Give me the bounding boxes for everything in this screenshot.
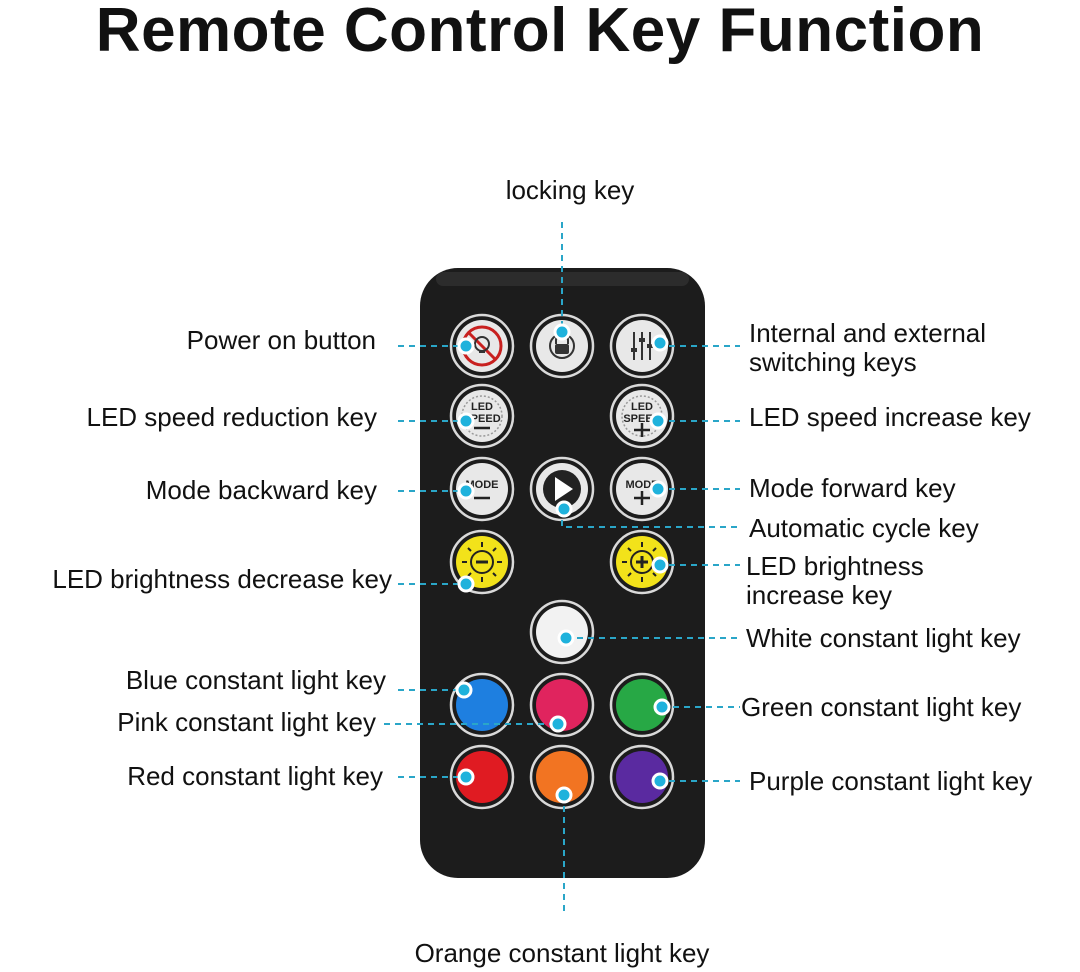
brightness-down-button[interactable] — [449, 529, 515, 595]
power-button[interactable] — [449, 313, 515, 379]
speed-up-led-text: LED — [631, 401, 653, 413]
label-pink-constant-light: Pink constant light key — [117, 707, 376, 737]
label-locking-key: locking key — [505, 175, 635, 205]
label-purple-constant-light: Purple constant light key — [749, 766, 1033, 796]
label-led-speed-increase: LED speed increase key — [749, 402, 1031, 432]
red-light-button[interactable] — [449, 744, 515, 810]
orange-light-button[interactable] — [529, 744, 595, 810]
label-blue-constant-light: Blue constant light key — [125, 665, 386, 695]
equalizer-icon — [631, 332, 653, 360]
label-internal-external-line1: Internal and external — [749, 318, 987, 348]
label-mode-forward: Mode forward key — [749, 473, 956, 503]
leader-lines — [384, 222, 740, 915]
label-automatic-cycle: Automatic cycle key — [749, 513, 979, 543]
label-red-constant-light: Red constant light key — [127, 761, 383, 791]
mode-forward-button[interactable]: MODE — [609, 456, 675, 522]
label-led-speed-reduction: LED speed reduction key — [86, 402, 377, 432]
speed-down-led-text: LED — [471, 401, 493, 413]
purple-light-button[interactable] — [609, 744, 675, 810]
label-orange-constant-light: Orange constant light key — [414, 938, 710, 968]
green-light-button[interactable] — [609, 672, 675, 738]
label-led-brightness-increase-line2: increase key — [746, 580, 892, 610]
label-internal-external-line2: switching keys — [749, 347, 917, 377]
label-mode-backward: Mode backward key — [145, 475, 377, 505]
power-off-icon — [474, 336, 490, 353]
label-white-constant-light: White constant light key — [746, 623, 1021, 653]
sun-icon — [462, 542, 502, 582]
label-green-constant-light: Green constant light key — [741, 692, 1022, 722]
pink-light-button[interactable] — [529, 672, 595, 738]
mode-backward-button[interactable]: MODE — [449, 456, 515, 522]
speed-down-button[interactable]: LED SPEED — [449, 383, 515, 449]
label-led-brightness-decrease: LED brightness decrease key — [52, 564, 392, 594]
leader-dots — [455, 323, 671, 804]
brightness-up-button[interactable] — [609, 529, 675, 595]
page-title: Remote Control Key Function — [95, 0, 985, 65]
auto-cycle-button[interactable] — [529, 456, 595, 522]
play-icon — [543, 470, 581, 508]
label-led-brightness-increase-line1: LED brightness — [746, 551, 924, 581]
speed-up-button[interactable]: LED SPEED — [609, 383, 675, 449]
label-power-on-button: Power on button — [186, 325, 376, 355]
